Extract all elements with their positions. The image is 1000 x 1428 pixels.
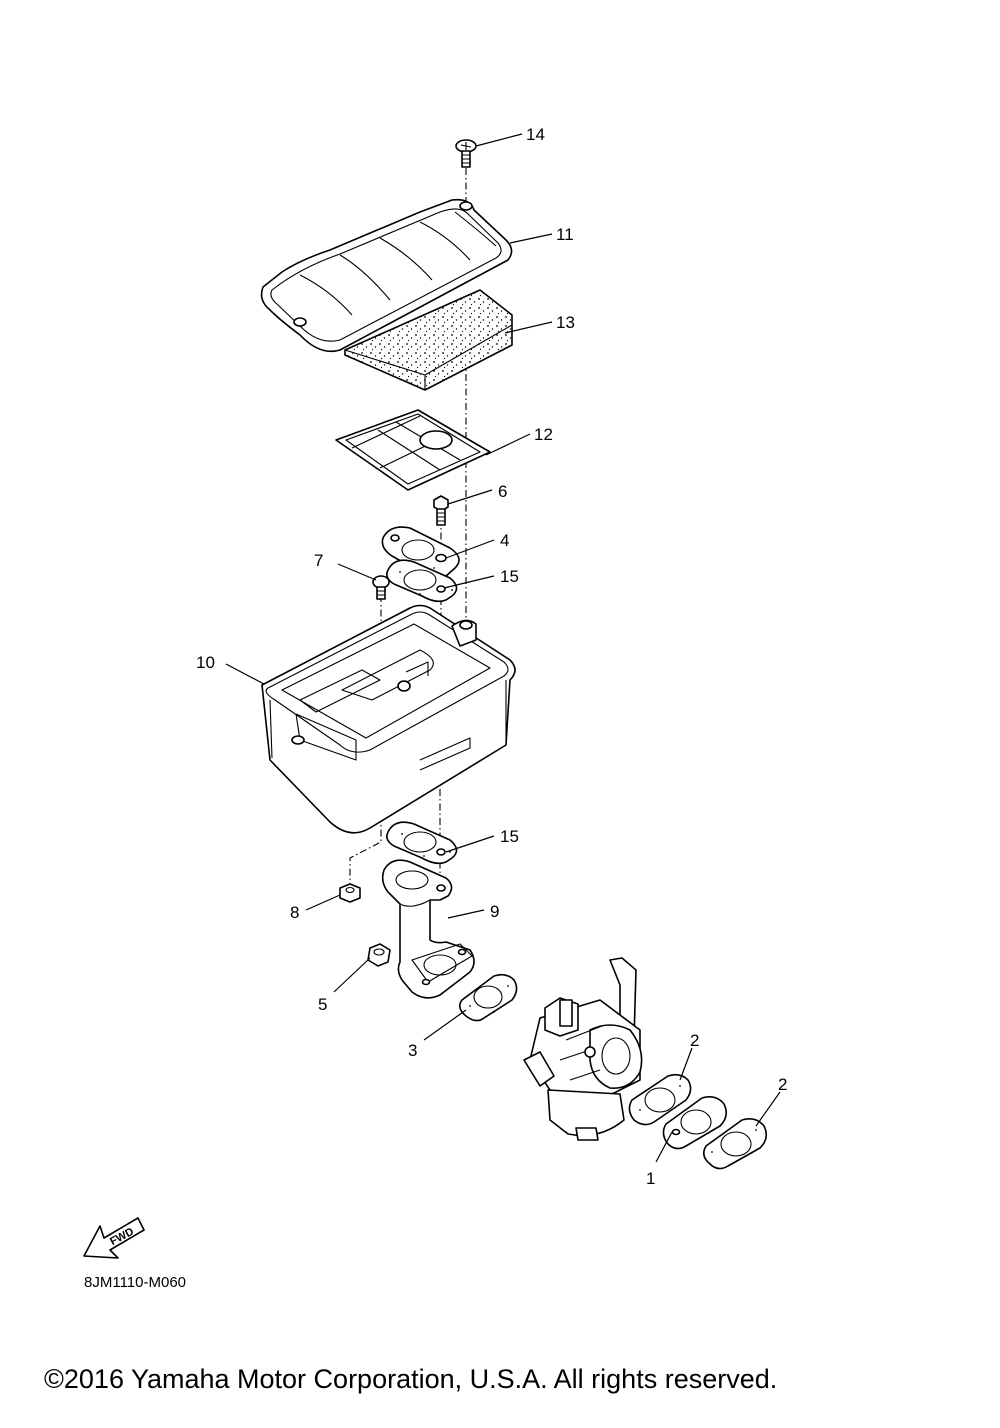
- screw-7: [372, 575, 390, 600]
- callout-14: 14: [526, 125, 545, 144]
- callout-12: 12: [534, 425, 553, 444]
- nut-8: [339, 883, 361, 903]
- callout-4: 4: [500, 531, 509, 550]
- callout-2-left: 2: [690, 1031, 699, 1050]
- callout-9: 9: [490, 902, 499, 921]
- callout-15-upper: 15: [500, 567, 519, 586]
- gasket-2-right: [702, 1118, 768, 1170]
- elbow-joint-9: [381, 859, 475, 999]
- foam-element-13: [344, 289, 513, 391]
- filter-screen-12: [335, 409, 491, 491]
- fwd-label: FWD: [108, 1226, 136, 1248]
- insulator-1: [662, 1096, 728, 1150]
- copyright-text: ©2016 Yamaha Motor Corporation, U.S.A. A…: [44, 1364, 777, 1394]
- callout-15-lower: 15: [500, 827, 519, 846]
- callout-3: 3: [408, 1041, 417, 1060]
- callout-2-right: 2: [778, 1075, 787, 1094]
- plate-4: [381, 526, 460, 580]
- callout-10: 10: [196, 653, 215, 672]
- plug-5: [367, 943, 391, 967]
- callout-numbers: 14 11 13 12 6 4 7 15 10 15 9 8 5 3 2 2 1: [196, 125, 787, 1188]
- callout-13: 13: [556, 313, 575, 332]
- gasket-15-lower: [386, 821, 458, 865]
- callout-11: 11: [556, 225, 574, 244]
- diagram-code: 8JM1110-M060: [84, 1274, 186, 1291]
- callout-7: 7: [314, 551, 323, 570]
- callout-1: 1: [646, 1169, 655, 1188]
- air-cleaner-case-10: [261, 604, 516, 834]
- screw-14: [455, 139, 477, 168]
- callout-6: 6: [498, 482, 507, 501]
- callout-8: 8: [290, 903, 299, 922]
- gasket-15-upper: [386, 559, 458, 603]
- leader-lines: [225, 133, 781, 1163]
- callout-5: 5: [318, 995, 327, 1014]
- bolt-6: [433, 495, 449, 526]
- carburetor: [523, 957, 643, 1141]
- fwd-arrow-icon: FWD: [83, 1217, 145, 1259]
- air-cleaner-cover-11: [260, 198, 513, 353]
- gasket-3: [458, 973, 518, 1022]
